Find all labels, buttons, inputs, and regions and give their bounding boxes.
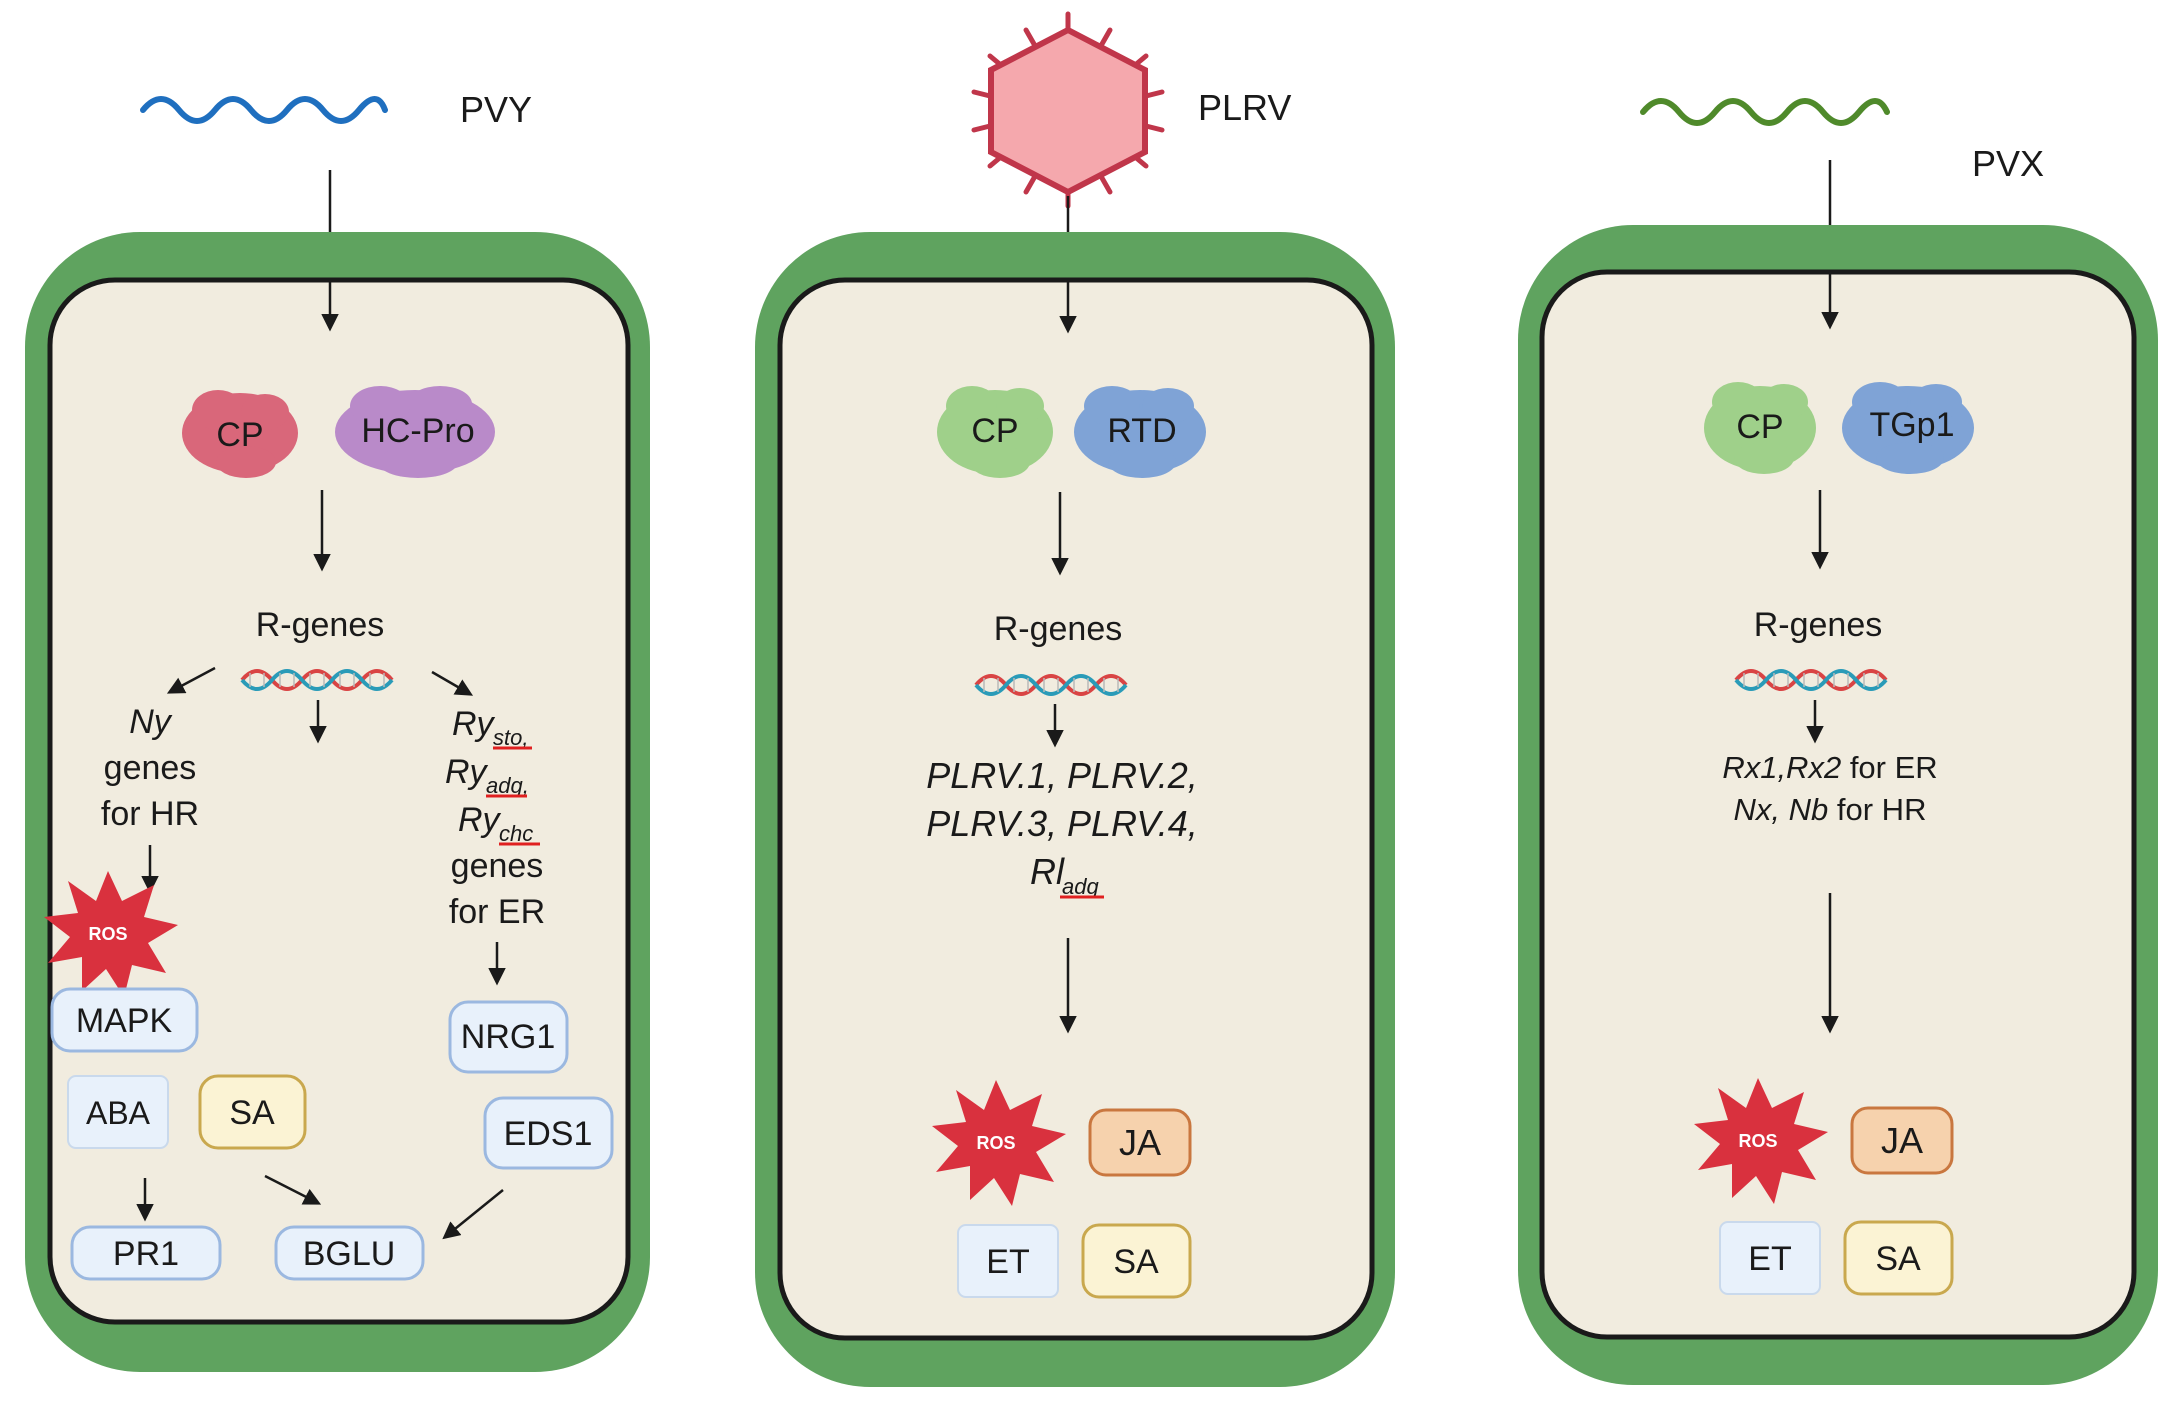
panel-pvy: PVY CP HC-Pro R-genes Ny genes for HR <box>25 89 650 1372</box>
ros-burst-icon: ROS <box>932 1080 1066 1206</box>
arrow <box>166 666 216 694</box>
svg-text:SA: SA <box>229 1094 275 1132</box>
protein-cp: CP <box>182 390 298 478</box>
protein-cp: CP <box>937 386 1053 478</box>
svg-text:chc: chc <box>499 821 533 846</box>
svg-text:BGLU: BGLU <box>303 1235 396 1273</box>
pvx-er-line: Rx1,Rx2 for ER <box>1722 750 1937 785</box>
protein-label: RTD <box>1107 412 1176 450</box>
et-box: ET <box>957 1224 1059 1298</box>
ry-adg-gene: Ry adg, <box>445 753 529 798</box>
pvx-hr-line: Nx, Nb for HR <box>1734 792 1927 827</box>
pvx-virus-rna <box>1640 98 1890 126</box>
protein-label: CP <box>216 416 263 454</box>
svg-text:ROS: ROS <box>88 924 127 944</box>
plrv-genes-line1: PLRV.1, PLRV.2, <box>926 755 1198 796</box>
ry-er-text: for ER <box>449 893 545 931</box>
eds1-box: EDS1 <box>483 1096 614 1170</box>
pvx-virus-label: PVX <box>1972 143 2044 184</box>
svg-text:EDS1: EDS1 <box>504 1115 593 1153</box>
ja-box: JA <box>1850 1106 1954 1175</box>
pvy-virus-label: PVY <box>460 89 532 130</box>
arrow <box>442 1189 504 1240</box>
panel-pvx: PVX CP TGp1 R-genes Rx1,Rx2 for ER Nx, N… <box>1518 98 2158 1385</box>
protein-label: TGp1 <box>1869 406 1954 444</box>
rgenes-label: R-genes <box>1754 606 1883 644</box>
ry-genes-text: genes <box>451 847 544 885</box>
aba-box: ABA <box>67 1075 169 1149</box>
protein-label: CP <box>1736 408 1783 446</box>
plrv-cytoplasm <box>777 277 1375 1341</box>
arrow <box>264 1174 322 1205</box>
plrv-virus-label: PLRV <box>1198 87 1291 128</box>
svg-text:sto,: sto, <box>493 725 528 750</box>
svg-text:JA: JA <box>1119 1122 1161 1163</box>
svg-text:adg,: adg, <box>486 773 529 798</box>
ry-chc-gene: Ry chc <box>458 801 540 846</box>
protein-tgp1: TGp1 <box>1842 382 1974 474</box>
ja-box: JA <box>1088 1108 1192 1177</box>
svg-text:Ry: Ry <box>452 705 496 743</box>
svg-text:NRG1: NRG1 <box>461 1018 555 1056</box>
panel-plrv: PLRV CP RTD R-genes PLRV.1, PLRV.2, PLRV… <box>755 11 1395 1387</box>
ros-burst-icon: ROS <box>44 871 178 997</box>
ny-genes-text: genes <box>104 749 197 787</box>
svg-text:Ry: Ry <box>458 801 502 839</box>
ny-gene: Ny <box>129 703 173 741</box>
arrow <box>431 670 474 696</box>
ros-burst-icon: ROS <box>1694 1078 1828 1204</box>
ry-sto-gene: Ry sto, <box>452 705 532 750</box>
plrv-genes-line2: PLRV.3, PLRV.4, <box>926 803 1198 844</box>
et-box: ET <box>1719 1221 1821 1295</box>
protein-cp: CP <box>1704 382 1816 474</box>
svg-text:ET: ET <box>1748 1240 1791 1278</box>
rgenes-label: R-genes <box>994 610 1123 648</box>
protein-label: HC-Pro <box>361 412 474 450</box>
pvx-cytoplasm <box>1539 269 2137 1340</box>
svg-text:ABA: ABA <box>86 1095 151 1131</box>
svg-text:JA: JA <box>1881 1120 1923 1161</box>
sa-box: SA <box>1081 1223 1192 1299</box>
protein-rtd: RTD <box>1074 386 1206 478</box>
ny-hr-text: for HR <box>101 795 199 833</box>
svg-text:ET: ET <box>986 1243 1029 1281</box>
svg-text:SA: SA <box>1113 1243 1159 1281</box>
svg-text:ROS: ROS <box>976 1133 1015 1153</box>
svg-text:PR1: PR1 <box>113 1235 179 1273</box>
protein-hc-pro: HC-Pro <box>335 386 495 478</box>
mapk-box: MAPK <box>50 987 199 1053</box>
sa-box: SA <box>1843 1220 1954 1296</box>
bglu-box: BGLU <box>274 1225 425 1281</box>
pvy-virus-rna <box>140 96 388 124</box>
svg-text:adg: adg <box>1062 874 1099 899</box>
nrg1-box: NRG1 <box>448 1000 569 1074</box>
svg-text:ROS: ROS <box>1738 1131 1777 1151</box>
sa-box: SA <box>198 1074 307 1150</box>
protein-label: CP <box>971 412 1018 450</box>
svg-text:Rl: Rl <box>1030 851 1065 892</box>
svg-text:SA: SA <box>1875 1240 1921 1278</box>
plrv-virion-icon <box>971 11 1165 209</box>
svg-text:Ry: Ry <box>445 753 489 791</box>
rgenes-label: R-genes <box>256 606 385 644</box>
rl-adg-gene: Rl adg <box>1030 851 1104 899</box>
svg-text:MAPK: MAPK <box>76 1002 173 1040</box>
pr1-box: PR1 <box>70 1225 222 1281</box>
